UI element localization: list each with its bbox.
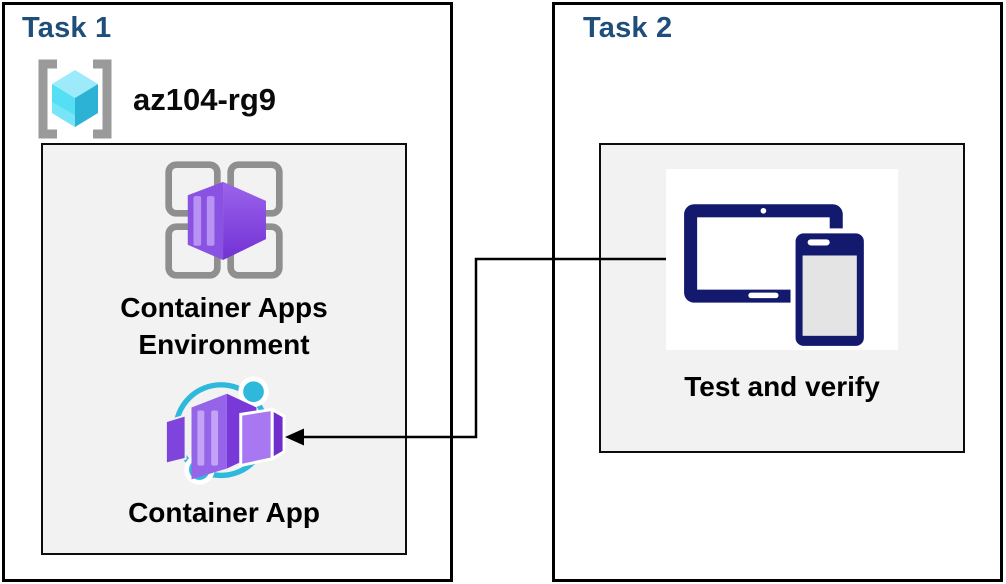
task2-panel: Test and verify	[599, 143, 965, 453]
resource-group-name: az104-rg9	[133, 82, 277, 117]
devices-icon	[684, 204, 869, 349]
task1-panel: Container Apps Environment Container	[41, 143, 407, 555]
task2-title: Task 2	[583, 12, 673, 44]
verify-label: Test and verify	[684, 371, 880, 402]
environment-label: Container Apps Environment	[120, 292, 328, 360]
app-label: Container App	[128, 497, 320, 528]
task1-box: Task 1 az104-rg9	[2, 2, 453, 582]
task2-box: Task 2 Test and verify	[552, 2, 1003, 582]
resource-group-icon	[30, 57, 120, 143]
container-app-icon	[160, 375, 288, 487]
task1-title: Task 1	[22, 12, 112, 44]
container-apps-environment-icon	[162, 158, 286, 282]
devices-card	[666, 169, 898, 350]
